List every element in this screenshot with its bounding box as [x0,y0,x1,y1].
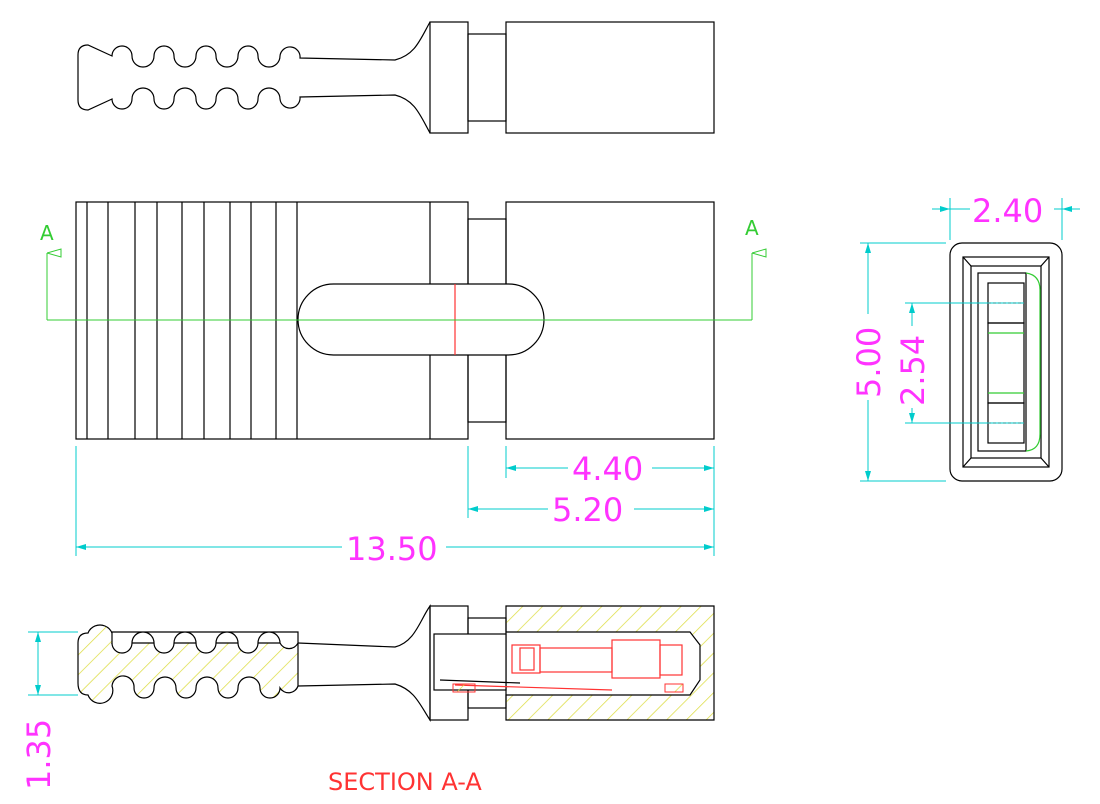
section-contact [439,639,683,691]
section-thickness-dimension [28,631,78,696]
end-view-outer [949,242,1063,482]
dimension-2-40: 2.40 [972,192,1043,230]
cut-label-left: A [40,221,54,245]
section-housing [505,605,715,721]
section-pin-right [664,683,684,693]
end-view [949,242,1063,482]
top-view-neck [467,33,507,122]
section-title: SECTION A-A [328,768,482,796]
top-view-collar [429,21,469,134]
cut-label-right: A [745,216,759,240]
dimension-1-35: 1.35 [20,719,58,790]
dimension-4-40: 4.40 [572,450,643,488]
dimension-5-00: 5.00 [850,327,888,398]
section-pin-left [452,683,476,693]
section-cut-line [46,253,752,321]
top-view [77,21,715,134]
end-view-dimensions [860,198,1080,482]
dimension-13-50: 13.50 [346,530,438,568]
section-grip-scallops [111,631,299,654]
section-stem [297,604,431,722]
top-view-housing [505,21,715,134]
top-view-grip-outline [77,21,431,134]
dimension-2-54: 2.54 [894,335,932,406]
section-grip [77,624,299,704]
section-view [77,604,715,722]
end-view-inner [962,256,1050,468]
dimension-5-20: 5.20 [552,491,623,529]
